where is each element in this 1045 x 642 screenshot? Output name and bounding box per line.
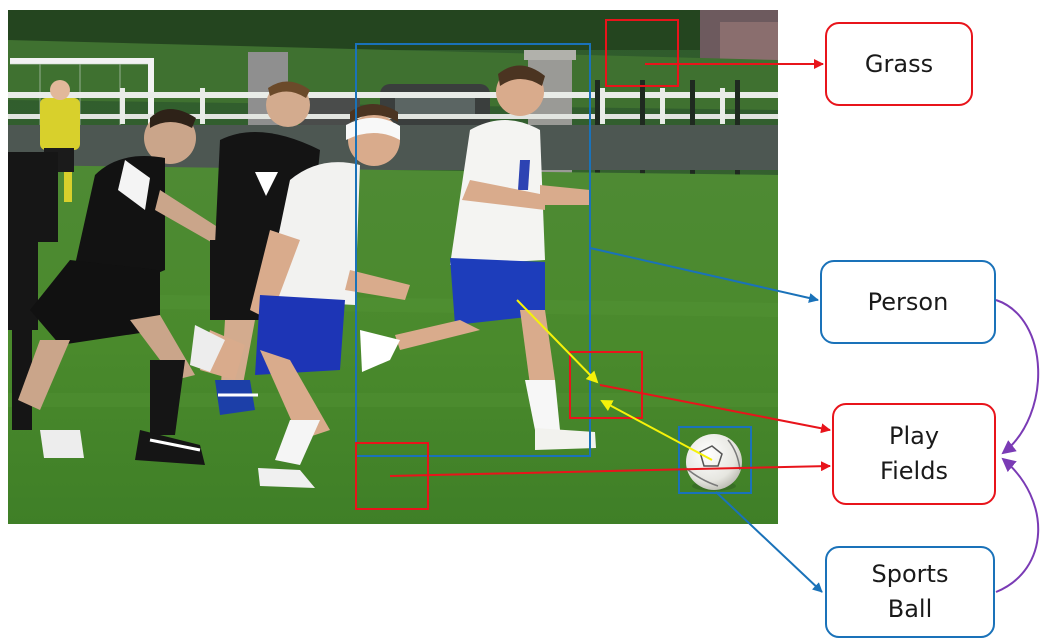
relation-ball-to-play-fields <box>995 457 1040 593</box>
grass-label: Grass <box>864 49 934 78</box>
arrow-field1-to-play-fields <box>599 384 831 434</box>
player-black-front <box>18 109 230 465</box>
arrow-field2-to-play-fields <box>389 461 831 477</box>
person-label: Person <box>867 287 949 316</box>
grass-label-box: Grass <box>825 22 973 106</box>
player-white-main <box>360 65 596 450</box>
sports-ball-label: Sports Ball <box>871 560 949 623</box>
play-fields-region-box-1 <box>569 351 643 419</box>
sports-ball-label-box: Sports Ball <box>825 546 995 638</box>
play-fields-label: Play Fields <box>880 422 948 485</box>
player-white-headband <box>190 104 410 488</box>
yellow-arrow-person-to-field <box>516 299 599 384</box>
player-black-far-left <box>8 152 84 458</box>
relation-person-to-play-fields <box>995 299 1040 455</box>
arrow-to-person <box>589 247 819 303</box>
grass-region-box <box>605 19 679 87</box>
sports-ball-bounding-box <box>678 426 752 494</box>
person-label-box: Person <box>820 260 996 344</box>
arrow-to-sports-ball <box>715 491 823 593</box>
play-fields-label-box: Play Fields <box>832 403 996 505</box>
soccer-photo <box>8 10 778 524</box>
person-bounding-box <box>355 43 591 457</box>
soccer-ball <box>685 434 742 491</box>
yellow-arrow-ball-to-field <box>600 400 713 461</box>
